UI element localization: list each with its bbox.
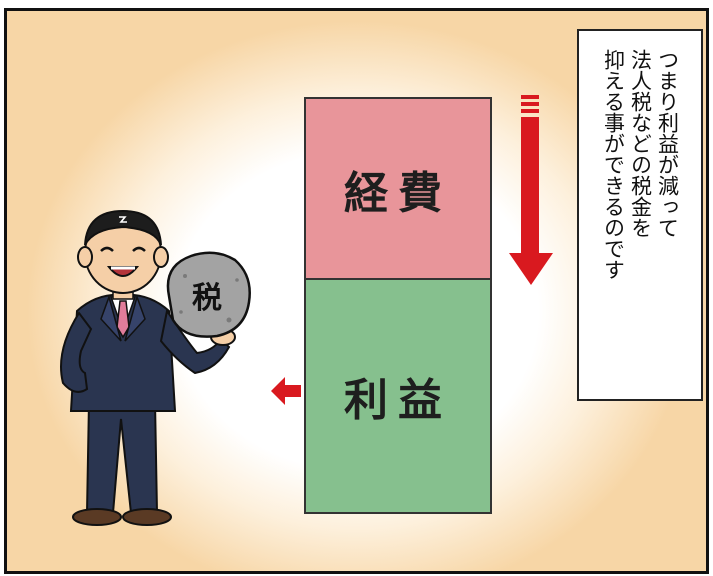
profit-label: 利益 [344,375,452,426]
tax-stone-icon: 税 [166,251,251,338]
tax-stone-label: 税 [192,281,222,316]
left-arrow-icon [271,377,301,405]
narration-text: つまり利益が減って 法人税などの税金を 抑える事ができるのです [601,49,680,280]
down-arrow-icon [509,95,553,285]
businessman-illustration [60,209,236,526]
expense-label: 経費 [344,167,452,219]
expense-block: 経費 [304,97,492,280]
profit-block: 利益 [304,280,492,514]
comic-panel: 経費 利益 つまり利益が減って 法人税などの税金を 抑える事ができるのです [4,8,709,574]
narration-box: つまり利益が減って 法人税などの税金を 抑える事ができるのです [577,29,703,401]
